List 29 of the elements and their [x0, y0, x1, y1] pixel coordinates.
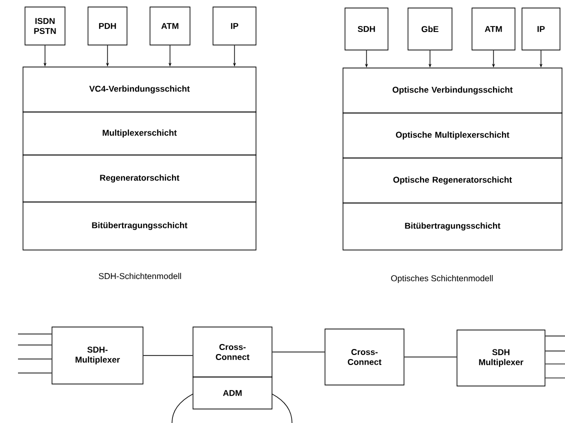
layer-box: Bitübertragungsschicht — [22, 202, 256, 250]
protocol-box: PDH — [88, 6, 128, 46]
connecting-line — [545, 350, 565, 352]
protocol-box: ATM — [472, 8, 516, 50]
caption: SDH-Schichtenmodell — [98, 272, 181, 280]
network-element-box: SDH Multiplexer — [456, 330, 546, 386]
layer-box: Bitübertragungsschicht — [342, 202, 562, 250]
caption: Optisches Schichtenmodell — [391, 275, 493, 283]
protocol-box: ISDN PSTN — [24, 6, 66, 46]
layer-box: VC4-Verbindungsschicht — [22, 66, 256, 112]
protocol-box: SDH — [344, 8, 388, 50]
network-element-box: Cross-Connect — [192, 326, 272, 378]
connecting-line — [18, 358, 52, 360]
protocol-box: GbE — [408, 8, 452, 50]
protocol-box: IP — [522, 8, 560, 50]
network-element-box: ADM — [192, 376, 272, 410]
connecting-line — [18, 372, 52, 374]
connecting-line — [143, 355, 193, 356]
layer-box: Regeneratorschicht — [22, 154, 256, 202]
layer-box: Optische Verbindungsschicht — [342, 68, 562, 114]
protocol-box: IP — [212, 6, 256, 46]
network-element-box: SDH-Multiplexer — [52, 326, 144, 384]
network-element-box: Cross-Connect — [324, 328, 404, 386]
layer-box: Optische Multiplexerschicht — [342, 112, 562, 158]
protocol-box: ATM — [150, 6, 190, 46]
connecting-line — [18, 344, 52, 346]
layer-box: Optische Regeneratorschicht — [342, 158, 562, 204]
connecting-line — [404, 356, 457, 358]
layer-box: Multiplexerschicht — [22, 112, 256, 156]
